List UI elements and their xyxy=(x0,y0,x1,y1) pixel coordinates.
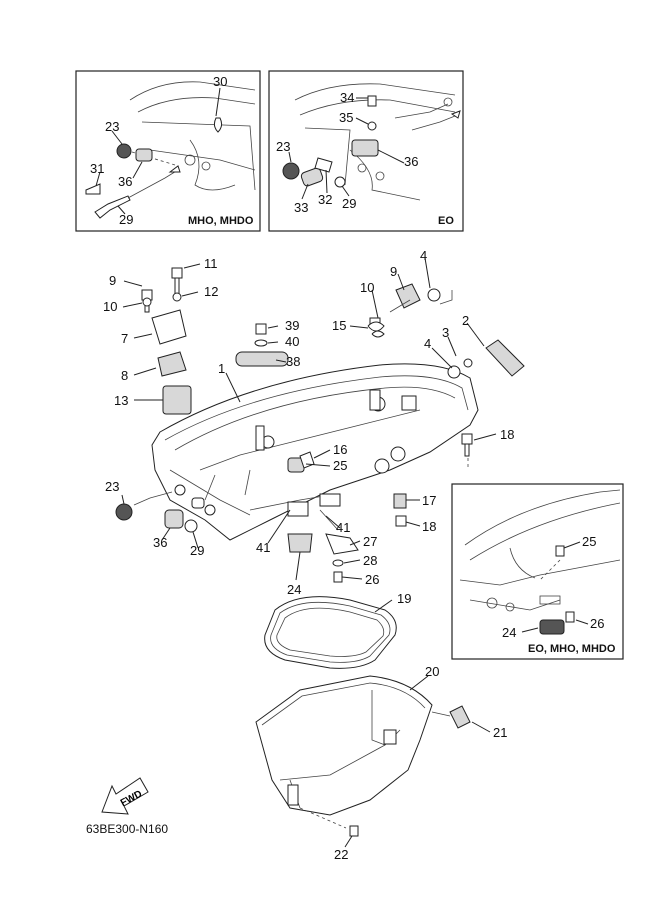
part-label: 41 xyxy=(336,520,350,535)
part-label: 27 xyxy=(363,534,377,549)
part-label: 2 xyxy=(462,313,469,328)
part-label: 17 xyxy=(422,493,436,508)
part-label: 24 xyxy=(287,582,301,597)
part-label: 19 xyxy=(397,591,411,606)
fwd-arrow: FWD xyxy=(101,777,149,815)
part-label: 18 xyxy=(500,427,514,442)
part-label: 26 xyxy=(590,616,604,631)
part-label: 13 xyxy=(114,393,128,408)
inset-caption: EO xyxy=(438,215,454,227)
part-label: 33 xyxy=(294,200,308,215)
part-label: 3 xyxy=(442,325,449,340)
part-label: 11 xyxy=(204,256,218,271)
inset-eo: 34 35 36 23 33 32 29 EO xyxy=(268,70,464,232)
part-label: 25 xyxy=(582,534,596,549)
inset-caption: EO, MHO, MHDO xyxy=(528,643,616,655)
inset-caption: MHO, MHDO xyxy=(188,215,254,227)
diagram-code: 63BE300-N160 xyxy=(86,822,168,836)
part-label: 28 xyxy=(363,553,377,568)
part-label: 23 xyxy=(105,479,119,494)
main-assembly: 9 10 11 12 7 8 13 1 39 40 38 15 10 9 4 3… xyxy=(103,248,525,597)
part-label: 38 xyxy=(286,354,300,369)
part-label: 21 xyxy=(493,725,507,740)
part-label: 10 xyxy=(103,299,117,314)
part-label: 23 xyxy=(276,139,290,154)
part-label: 36 xyxy=(118,174,132,189)
part-label: 29 xyxy=(119,212,133,227)
part-label: 34 xyxy=(340,90,354,105)
part-label: 22 xyxy=(334,847,348,862)
part-label: 30 xyxy=(213,74,227,89)
part-label: 32 xyxy=(318,192,332,207)
part-label: 9 xyxy=(109,273,116,288)
lower-pan-20: 20 21 22 xyxy=(255,664,507,862)
part-label: 39 xyxy=(285,318,299,333)
part-label: 24 xyxy=(502,625,516,640)
inset-mho-mhdo: 23 30 36 31 29 MHO, MHDO xyxy=(75,70,261,232)
part-label: 41 xyxy=(256,540,270,555)
part-label: 20 xyxy=(425,664,439,679)
part-label: 15 xyxy=(332,318,346,333)
part-label: 10 xyxy=(360,280,374,295)
part-label: 29 xyxy=(190,543,204,558)
seal-15: 19 xyxy=(264,591,411,669)
part-label: 4 xyxy=(424,336,431,351)
part-label: 12 xyxy=(204,284,218,299)
part-label: 4 xyxy=(420,248,427,263)
part-label: 26 xyxy=(365,572,379,587)
part-label: 40 xyxy=(285,334,299,349)
part-label: 8 xyxy=(121,368,128,383)
part-label: 7 xyxy=(121,331,128,346)
part-label: 36 xyxy=(153,535,167,550)
part-label: 9 xyxy=(390,264,397,279)
part-label: 18 xyxy=(422,519,436,534)
part-label: 36 xyxy=(404,154,418,169)
part-label: 29 xyxy=(342,196,356,211)
part-label: 31 xyxy=(90,161,104,176)
inset-eo-mho-mhdo: 25 26 24 EO, MHO, MHDO xyxy=(451,483,624,660)
part-label: 25 xyxy=(333,458,347,473)
part-label: 23 xyxy=(105,119,119,134)
part-label: 35 xyxy=(339,110,353,125)
part-label: 16 xyxy=(333,442,347,457)
part-label: 1 xyxy=(218,361,225,376)
